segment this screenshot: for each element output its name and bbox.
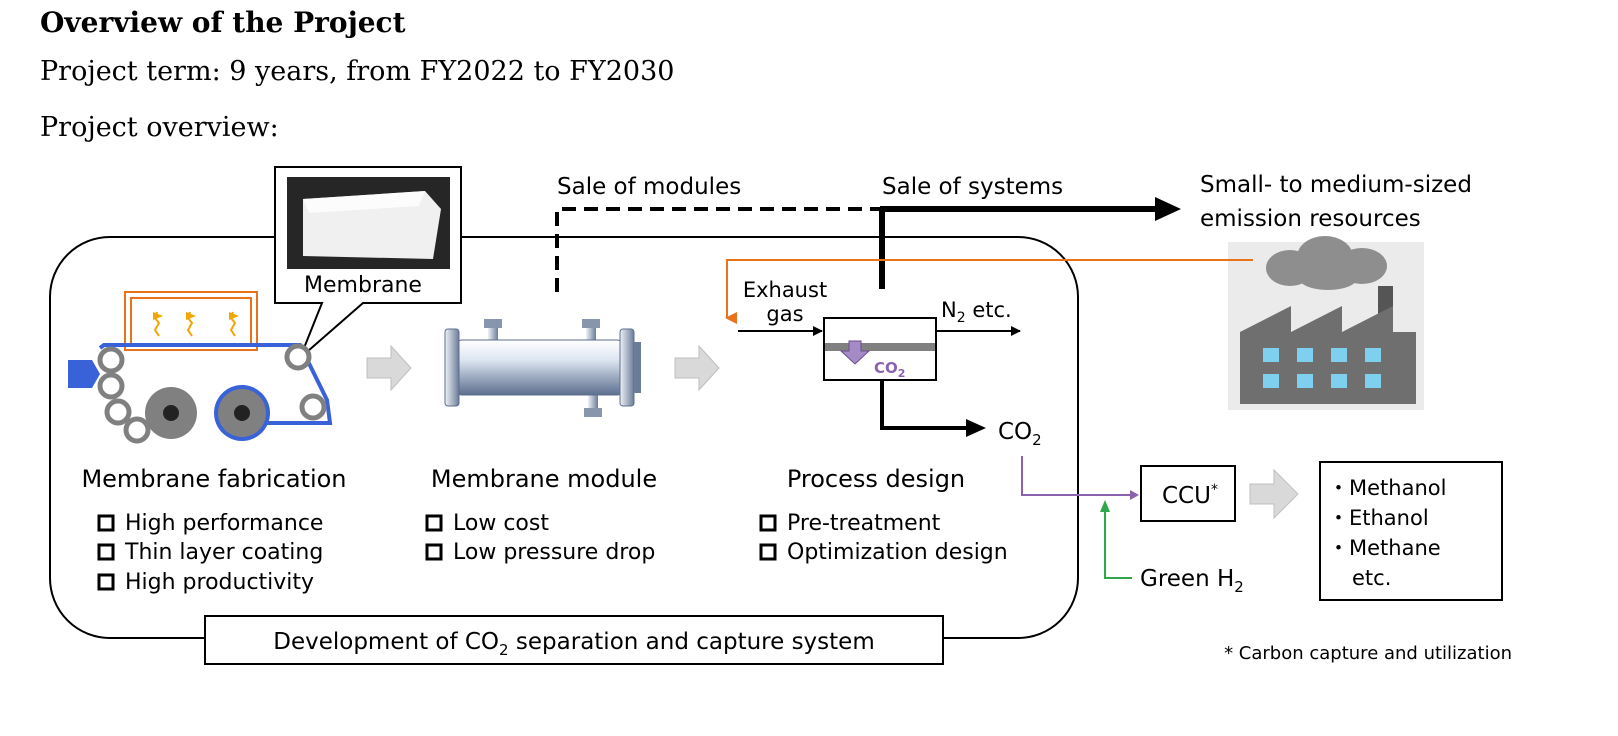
page-title: Overview of the Project — [40, 6, 406, 39]
footnote: * Carbon capture and utilization — [1224, 643, 1512, 664]
overview-label: Project overview: — [40, 112, 279, 143]
checkbox-icon — [97, 543, 115, 561]
section-title-process: Process design — [787, 465, 965, 493]
emitters-label-line2: emission resources — [1200, 206, 1421, 232]
product-item: etc. — [1352, 566, 1391, 590]
emitters-label-line1: Small- to medium-sized — [1200, 172, 1472, 198]
process-item: Optimization design — [787, 540, 1008, 565]
product-item: ・Ethanol — [1328, 506, 1429, 530]
project-term: Project term: 9 years, from FY2022 to FY… — [40, 56, 675, 87]
flow-arrow-2 — [674, 344, 720, 392]
co2-in-separator-label: CO2 — [874, 359, 905, 380]
products-box — [1319, 461, 1503, 601]
checkbox-icon — [759, 514, 777, 532]
membrane-photo-label: Membrane — [304, 273, 422, 298]
sale-of-systems-label: Sale of systems — [882, 174, 1063, 200]
checkbox-icon — [97, 573, 115, 591]
co2-to-ccu-line — [1021, 456, 1133, 496]
development-label-box — [204, 615, 944, 665]
ccu-box — [1140, 465, 1236, 522]
fabrication-machine-icon — [68, 291, 333, 444]
process-separator — [738, 317, 1021, 437]
checkbox-icon — [759, 543, 777, 561]
exhaust-label-line2: gas — [766, 302, 803, 326]
exhaust-label-line1: Exhaust — [743, 278, 827, 302]
flow-arrow-1 — [366, 344, 412, 392]
membrane-callout: Membrane — [274, 166, 462, 359]
green-h2-label: Green H2 — [1140, 566, 1244, 596]
checkbox-icon — [97, 514, 115, 532]
checkbox-icon — [425, 543, 443, 561]
sale-of-modules-line — [555, 207, 882, 292]
factory-icon — [1228, 236, 1424, 410]
product-item: ・Methanol — [1328, 476, 1446, 500]
exhaust-feed-line — [725, 259, 1253, 324]
n2-label: N2 etc. — [941, 298, 1012, 326]
fabrication-item: Thin layer coating — [124, 540, 323, 565]
module-item: Low pressure drop — [453, 540, 655, 565]
section-title-fabrication: Membrane fabrication — [81, 465, 346, 493]
fabrication-item: High performance — [125, 511, 323, 536]
green-h2-line — [1104, 510, 1132, 579]
flow-arrow-3 — [1249, 468, 1299, 520]
section-title-module: Membrane module — [431, 465, 657, 493]
ccu-label: CCU* — [1162, 482, 1218, 509]
development-label: Development of CO2 separation and captur… — [273, 629, 874, 659]
membrane-module-icon — [444, 319, 641, 417]
sale-arrowhead — [1155, 197, 1181, 221]
module-item: Low cost — [453, 511, 549, 536]
checkbox-icon — [425, 514, 443, 532]
sale-of-modules-label: Sale of modules — [557, 174, 741, 200]
process-item: Pre-treatment — [787, 511, 941, 536]
product-item: ・Methane — [1328, 536, 1441, 560]
co2-output-label: CO2 — [998, 419, 1042, 449]
fabrication-item: High productivity — [125, 570, 314, 595]
